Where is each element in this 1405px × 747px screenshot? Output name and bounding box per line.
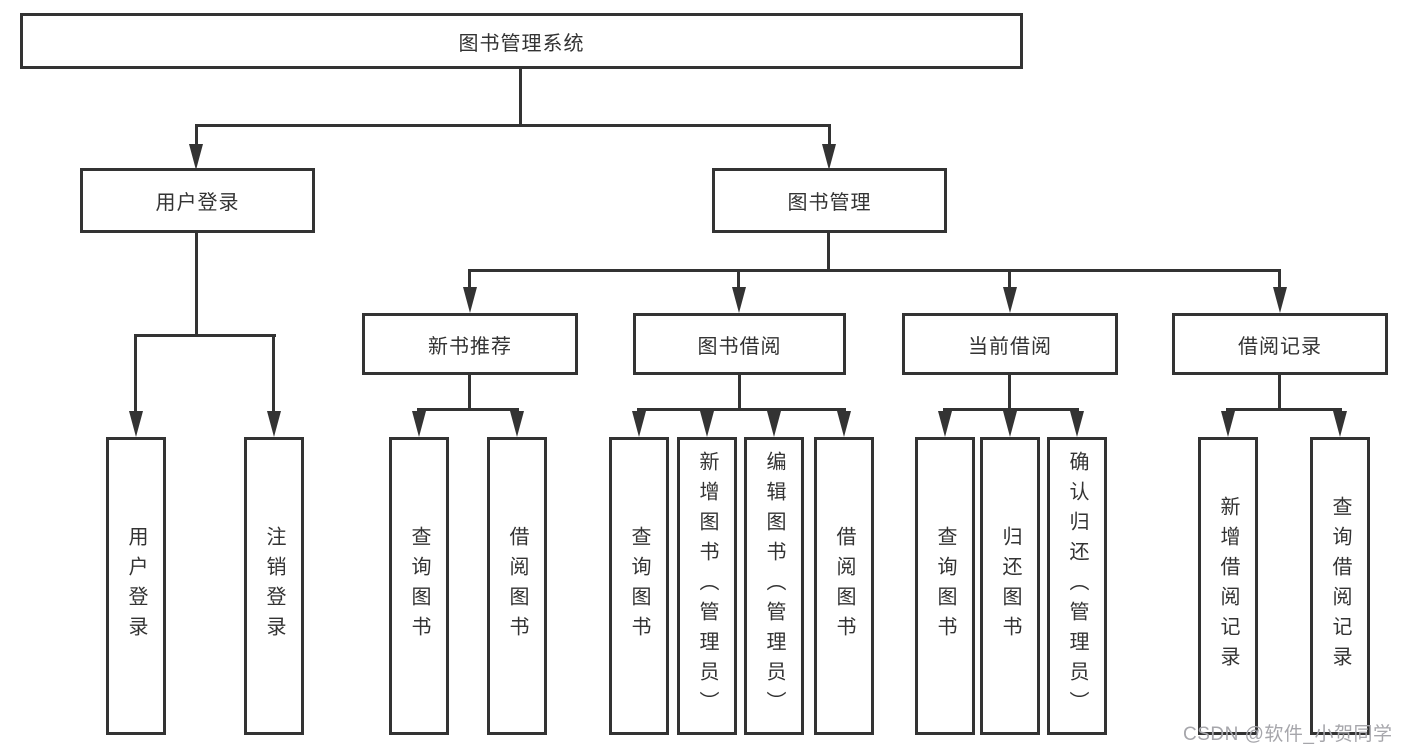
connector-line [134,334,137,412]
connector-line [1008,269,1011,289]
csdn-watermark: CSDN @软件_小贺同学 [1183,724,1393,745]
leaf-user-login: 用户登录 [106,437,166,735]
arrowhead-down-icon [1070,411,1084,437]
arrowhead-down-icon [1003,287,1017,313]
leaf-label: 借阅图书 [833,526,855,646]
connector-line [1278,269,1281,289]
leaf-label: 新增借阅记录 [1217,496,1239,676]
node-label: 图书管理 [787,192,872,214]
connector-line [272,334,275,412]
leaf-label: 查询借阅记录 [1329,496,1351,676]
leaf-label: 注销登录 [263,526,285,646]
connector-line [637,408,846,411]
arrowhead-down-icon [1333,411,1347,437]
node-borrow-records: 借阅记录 [1172,313,1388,375]
connector-line [1008,375,1011,410]
leaf-query-borrow-record: 查询借阅记录 [1310,437,1370,735]
connector-line [468,269,1281,272]
node-book-borrow: 图书借阅 [633,313,846,375]
connector-line [1278,375,1281,410]
node-label: 用户登录 [155,192,240,214]
node-label: 图书管理系统 [458,32,585,55]
leaf-query-books-current: 查询图书 [915,437,975,735]
arrowhead-down-icon [767,411,781,437]
leaf-label: 查询图书 [628,526,650,646]
leaf-return-books: 归还图书 [980,437,1040,735]
leaf-edit-books-admin: 编辑图书（管理员） [744,437,804,735]
leaf-query-books-recommend: 查询图书 [389,437,449,735]
leaf-label: 确认归还（管理员） [1066,451,1088,721]
arrowhead-down-icon [938,411,952,437]
connector-line [468,375,471,410]
connector-line [195,124,831,127]
leaf-add-borrow-record: 新增借阅记录 [1198,437,1258,735]
leaf-label: 归还图书 [999,526,1021,646]
connector-line [519,69,522,124]
arrowhead-down-icon [822,144,836,170]
node-label: 借阅记录 [1238,335,1322,358]
leaf-borrow-books: 借阅图书 [814,437,874,735]
arrowhead-down-icon [837,411,851,437]
node-label: 新书推荐 [428,335,512,358]
leaf-label: 借阅图书 [506,526,528,646]
leaf-label: 编辑图书（管理员） [763,451,785,721]
leaf-logout: 注销登录 [244,437,304,735]
leaf-borrow-books-recommend: 借阅图书 [487,437,547,735]
connector-line [943,408,1079,411]
arrowhead-down-icon [1221,411,1235,437]
connector-line [737,269,740,289]
leaf-label: 用户登录 [125,526,147,646]
leaf-label: 新增图书（管理员） [696,451,718,721]
arrowhead-down-icon [1273,287,1287,313]
node-library-management-system: 图书管理系统 [20,13,1023,69]
node-label: 图书借阅 [697,335,782,358]
connector-line [1226,408,1342,411]
connector-line [738,375,741,410]
leaf-query-books: 查询图书 [609,437,669,735]
leaf-confirm-return-admin: 确认归还（管理员） [1047,437,1107,735]
node-current-borrow: 当前借阅 [902,313,1118,375]
leaf-add-books-admin: 新增图书（管理员） [677,437,737,735]
arrowhead-down-icon [463,287,477,313]
connector-line [827,233,830,272]
connector-line [195,233,198,336]
arrowhead-down-icon [189,144,203,170]
leaf-label: 查询图书 [408,526,430,646]
node-new-book-recommend: 新书推荐 [362,313,578,375]
connector-line [195,124,198,148]
node-label: 当前借阅 [968,335,1052,358]
arrowhead-down-icon [700,411,714,437]
leaf-label: 查询图书 [934,526,956,646]
connector-line [828,124,831,148]
arrowhead-down-icon [412,411,426,437]
arrowhead-down-icon [632,411,646,437]
connector-line [417,408,519,411]
arrowhead-down-icon [267,411,281,437]
arrowhead-down-icon [129,411,143,437]
node-book-management: 图书管理 [712,168,947,233]
arrowhead-down-icon [1003,411,1017,437]
node-user-login: 用户登录 [80,168,315,233]
arrowhead-down-icon [510,411,524,437]
arrowhead-down-icon [732,287,746,313]
connector-line [468,269,471,289]
connector-line [134,334,276,337]
